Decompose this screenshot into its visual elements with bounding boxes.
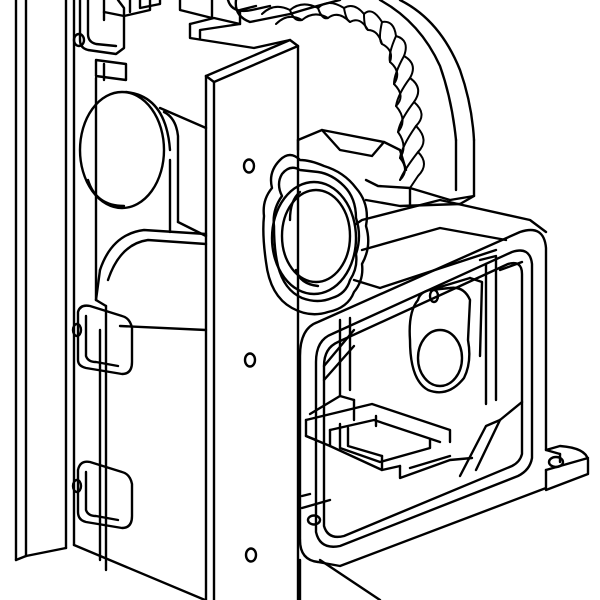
back-body [78,90,208,572]
foot-bolt-hole [547,455,565,469]
top-clamp-block [72,0,162,82]
bearing-bore-outer [270,180,358,296]
plate-bolt-hole-1 [242,158,256,174]
cable-ornament [261,2,425,189]
bottom-base [298,492,382,600]
inner-box-walls [308,254,498,422]
base-bolt-hole [306,514,322,526]
front-plate [204,38,300,600]
back-bore-outer [78,90,166,210]
lug-pin-hole [428,288,440,304]
right-box-frame [298,228,562,568]
left-boss-low [71,460,134,530]
bearing-flange [262,153,370,316]
slotted-lug [408,276,484,394]
plate-bolt-hole-2 [243,352,257,368]
upper-right-body [296,128,548,290]
bottom-pocket [304,402,474,480]
plate-bolt-hole-3 [244,547,258,563]
left-back-frame [14,0,207,600]
right-foot [544,444,590,492]
lug-hole [416,328,464,388]
bearing-bore-inner [280,188,352,284]
left-boss-mid [71,304,134,376]
